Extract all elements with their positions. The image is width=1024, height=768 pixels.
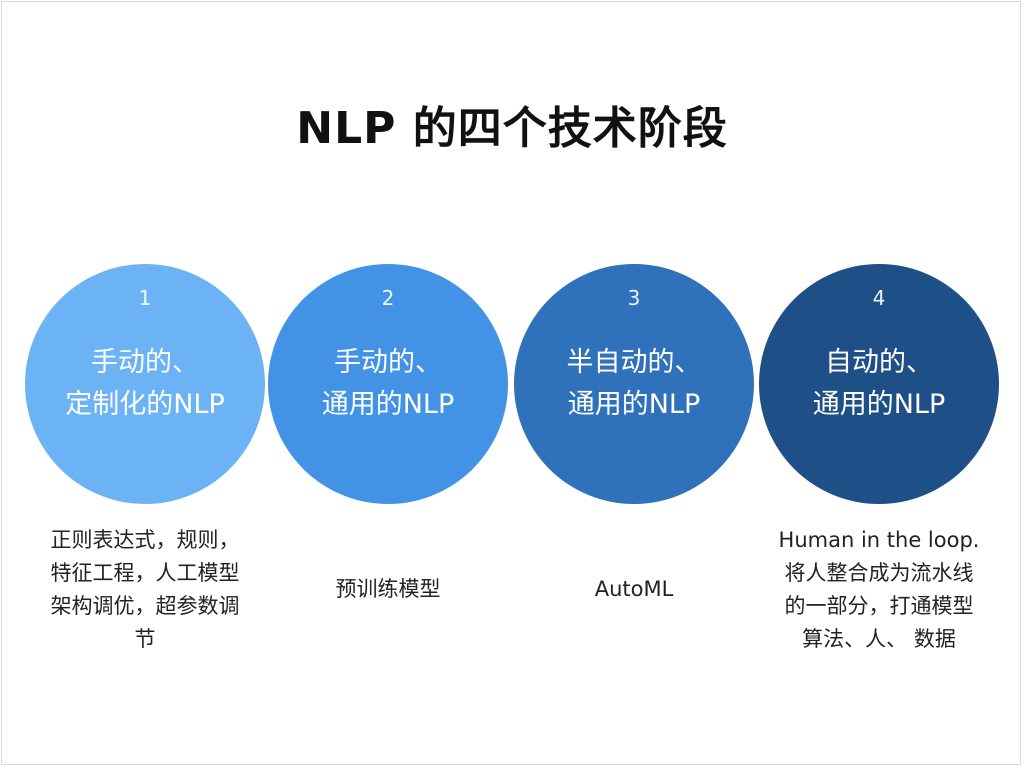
stage-number: 3 [627, 286, 641, 310]
stage-description-4: Human in the loop. 将人整合成为流水线 的一部分，打通模型 算… [759, 524, 999, 656]
stage-circle-3: 3 半自动的、 通用的NLP [514, 264, 754, 504]
description-line: AutoML [594, 577, 674, 601]
stage-circle-1: 1 手动的、 定制化的NLP [25, 264, 265, 504]
stage-label: 半自动的、 通用的NLP [514, 342, 754, 426]
stage-circle-2: 2 手动的、 通用的NLP [268, 264, 508, 504]
description-line: 节 [134, 627, 156, 651]
description-line: 特征工程，人工模型 [50, 561, 240, 585]
stage-label-line: 通用的NLP [321, 389, 455, 420]
description-line: 正则表达式，规则， [50, 528, 240, 552]
stage-label-line: 自动的、 [825, 347, 933, 378]
stage-label: 手动的、 通用的NLP [268, 342, 508, 426]
description-line: 的一部分，打通模型 [784, 594, 974, 618]
stage-label-line: 手动的、 [91, 347, 199, 378]
stage-label: 手动的、 定制化的NLP [25, 342, 265, 426]
stage-number: 2 [381, 286, 395, 310]
stage-description-1: 正则表达式，规则， 特征工程，人工模型 架构调优，超参数调 节 [25, 524, 265, 656]
page-title: NLP 的四个技术阶段 [296, 103, 728, 154]
description-line: 架构调优，超参数调 [50, 594, 240, 618]
description-line: 算法、人、 数据 [802, 627, 956, 651]
stage-number: 1 [138, 286, 152, 310]
stage-number: 4 [872, 286, 886, 310]
description-line: 将人整合成为流水线 [784, 561, 974, 585]
stage-label: 自动的、 通用的NLP [759, 342, 999, 426]
stage-label-line: 手动的、 [334, 347, 442, 378]
stage-label-line: 半自动的、 [566, 347, 702, 378]
stage-circle-4: 4 自动的、 通用的NLP [759, 264, 999, 504]
stage-description-3: AutoML [514, 573, 754, 606]
stage-label-line: 定制化的NLP [65, 389, 225, 420]
description-line: Human in the loop. [778, 528, 980, 552]
stage-label-line: 通用的NLP [567, 389, 701, 420]
description-line: 预训练模型 [335, 577, 441, 601]
stage-description-2: 预训练模型 [268, 573, 508, 606]
stage-label-line: 通用的NLP [812, 389, 946, 420]
